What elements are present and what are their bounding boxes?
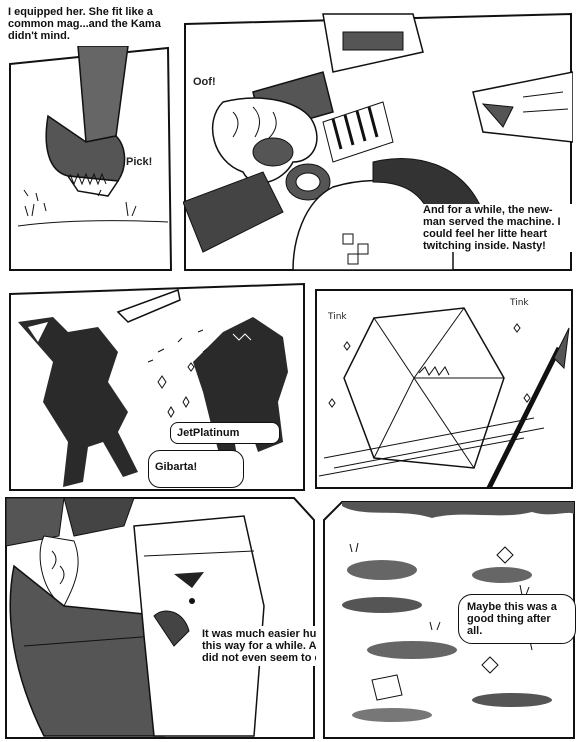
- panel-2-sfx: Oof!: [193, 76, 216, 88]
- bubble-gibarta-text: Gibarta!: [155, 461, 198, 473]
- panel-6-art: [323, 501, 575, 739]
- panel-4-sfx-right: Tink: [510, 298, 529, 308]
- panel-3-bubble-gibarta: Gibarta!: [148, 450, 244, 488]
- panel-5-caption: It was much easier hunting this way for …: [200, 626, 316, 666]
- caption-top-text: I equipped her. She fit like a common ma…: [8, 6, 161, 42]
- panel-1-art: [9, 46, 173, 271]
- panel-4-art: [315, 289, 573, 490]
- panel-4-sfx-left: Tink: [328, 312, 347, 322]
- panel-2-caption-text: And for a while, the new-man served the …: [423, 204, 561, 252]
- bubble-jetplatinum-text: JetPlatinum: [177, 427, 240, 439]
- sfx-tink-right: Tink: [510, 298, 529, 308]
- panel-1-sfx: Pick!: [126, 156, 152, 168]
- page-caption-top: I equipped her. She fit like a common ma…: [8, 6, 193, 42]
- panel-3-battle: JetPlatinum Gibarta!: [8, 282, 306, 492]
- sfx-oof: Oof!: [193, 76, 216, 88]
- panel-2-caption: And for a while, the new-man served the …: [423, 204, 573, 252]
- panel-2-collapse: Oof! And for a while, the new-man served…: [183, 12, 573, 274]
- panel-1-boot: Pick!: [8, 46, 173, 272]
- panel-6-caption: Maybe this was a good thing after all.: [458, 594, 576, 644]
- panel-2-art: [183, 12, 573, 271]
- sfx-pick: Pick!: [126, 156, 153, 168]
- panel-6-caption-text: Maybe this was a good thing after all.: [467, 601, 557, 637]
- panel-5-caption-text: It was much easier hunting this way for …: [202, 628, 316, 664]
- panel-3-bubble-jetplatinum: JetPlatinum: [170, 422, 280, 444]
- panel-4-crystal: Tink Tink: [314, 288, 574, 490]
- panel-5-walk: It was much easier hunting this way for …: [4, 496, 316, 740]
- panel-5-art: [5, 497, 315, 739]
- panel-6-landscape: Maybe this was a good thing after all.: [322, 500, 576, 740]
- sfx-tink-left: Tink: [328, 312, 347, 322]
